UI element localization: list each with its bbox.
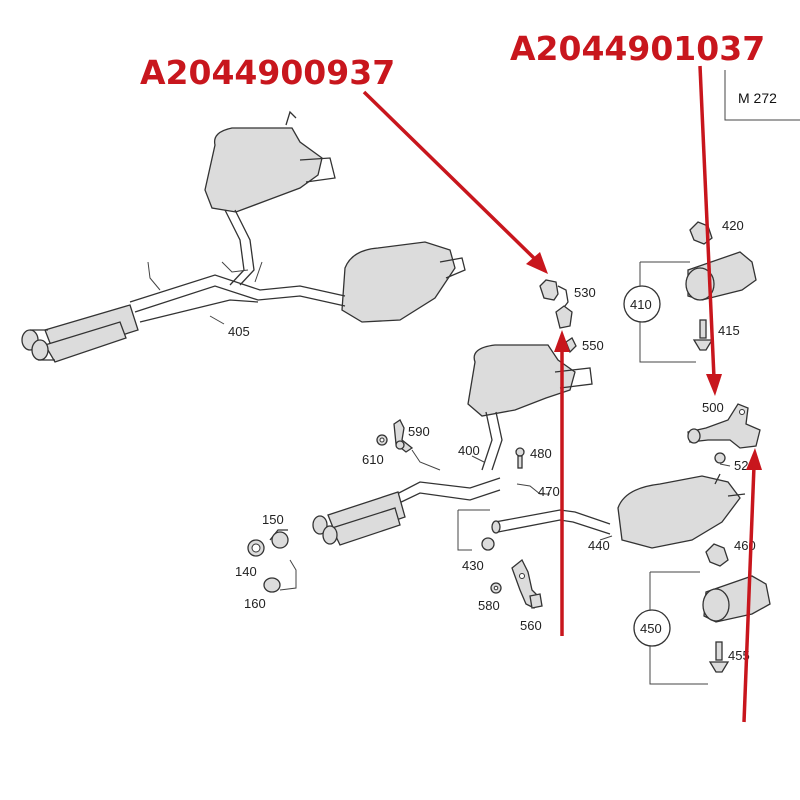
label-160: 160 [244, 596, 266, 611]
arrow-right-line [698, 65, 716, 379]
clamp-150: 150 [262, 512, 289, 549]
model-label: M 272 [738, 90, 777, 106]
label-150: 150 [262, 512, 284, 527]
model-box: M 272 [724, 70, 800, 121]
tailpipe-410: 410 [623, 251, 757, 363]
clamp-140: 140 [235, 539, 265, 579]
label-500: 500 [702, 400, 724, 415]
label-430: 430 [462, 558, 484, 573]
screw-415: 415 [692, 319, 740, 351]
callout-right: A2044901037 [510, 29, 765, 723]
label-610: 610 [362, 452, 384, 467]
hanger-bracket-500: 500 [687, 400, 761, 449]
bolt-480: 480 [515, 446, 552, 469]
nut-610: 610 [362, 434, 388, 467]
exhaust-assembly-405: 405 [21, 110, 466, 363]
hanger-590: 590 [393, 419, 441, 471]
bracket-560: 560 [511, 558, 543, 633]
arrow-left-head [526, 252, 548, 274]
label-420: 420 [722, 218, 744, 233]
label-470: 470 [538, 484, 560, 499]
label-415: 415 [718, 323, 740, 338]
label-140: 140 [235, 564, 257, 579]
label-405: 405 [228, 324, 250, 339]
nut-580: 580 [478, 582, 502, 613]
arrow-right-up-head [746, 448, 762, 470]
arrow-right-head [706, 374, 722, 396]
part-number-right: A2044901037 [510, 29, 765, 68]
exhaust-assembly-400: 470 400 430 440 480 560 580 [312, 344, 746, 633]
label-400: 400 [458, 443, 480, 458]
label-530: 530 [574, 285, 596, 300]
callout-left: A2044900937 [140, 53, 570, 636]
label-450: 450 [640, 621, 662, 636]
clamp-160: 160 [244, 559, 297, 611]
rubber-hanger-530: 530 [539, 279, 596, 311]
arrow-left-up-head [554, 330, 570, 352]
screw-455: 455 [708, 641, 750, 673]
part-number-left: A2044900937 [140, 53, 395, 92]
label-455: 455 [728, 648, 750, 663]
label-410: 410 [630, 297, 652, 312]
label-550: 550 [582, 338, 604, 353]
arrow-right-up-line [742, 465, 756, 723]
label-560: 560 [520, 618, 542, 633]
label-590: 590 [408, 424, 430, 439]
label-480: 480 [530, 446, 552, 461]
tailpipe-450: 450 [633, 571, 771, 685]
label-580: 580 [478, 598, 500, 613]
label-440: 440 [588, 538, 610, 553]
arrow-left-line [362, 90, 540, 264]
